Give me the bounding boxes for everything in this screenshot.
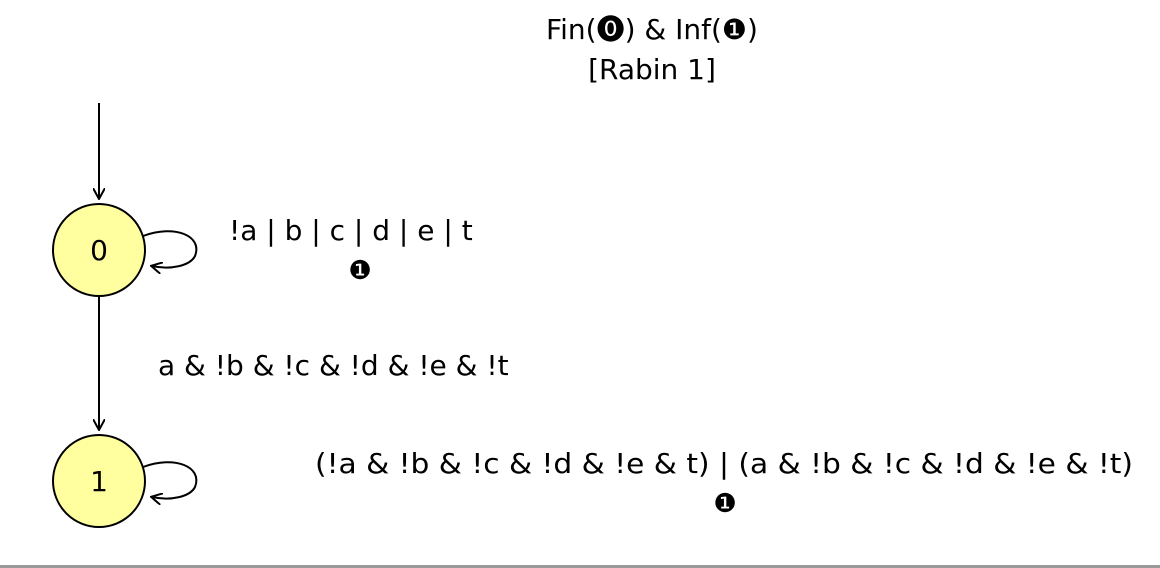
state-1-circle xyxy=(52,434,146,528)
acceptance-type: [Rabin 1] xyxy=(588,53,716,86)
acceptance-mark-1-icon: ❶ xyxy=(713,489,736,519)
acceptance-set-0-icon: ⓿ xyxy=(597,13,625,46)
state-1: 1 xyxy=(52,434,146,528)
state-0-label: 0 xyxy=(90,234,108,267)
self-loop-1-label: (!a & !b & !c & !d & !e & t) | (a & !b &… xyxy=(315,447,1133,480)
acceptance-mark-0-icon: ❶ xyxy=(348,256,371,286)
self-loop-1-edge xyxy=(142,461,198,498)
acceptance-set-1-icon: ❶ xyxy=(722,13,747,46)
state-0: 0 xyxy=(52,203,146,297)
self-loop-0-edge xyxy=(142,230,198,267)
bottom-divider xyxy=(0,565,1160,568)
state-1-label: 1 xyxy=(90,465,108,498)
acceptance-condition: Fin(⓿) & Inf(❶) xyxy=(546,13,758,46)
self-loop-0-label: !a | b | c | d | e | t xyxy=(229,214,473,247)
edge-0-to-1-label: a & !b & !c & !d & !e & !t xyxy=(158,349,509,382)
